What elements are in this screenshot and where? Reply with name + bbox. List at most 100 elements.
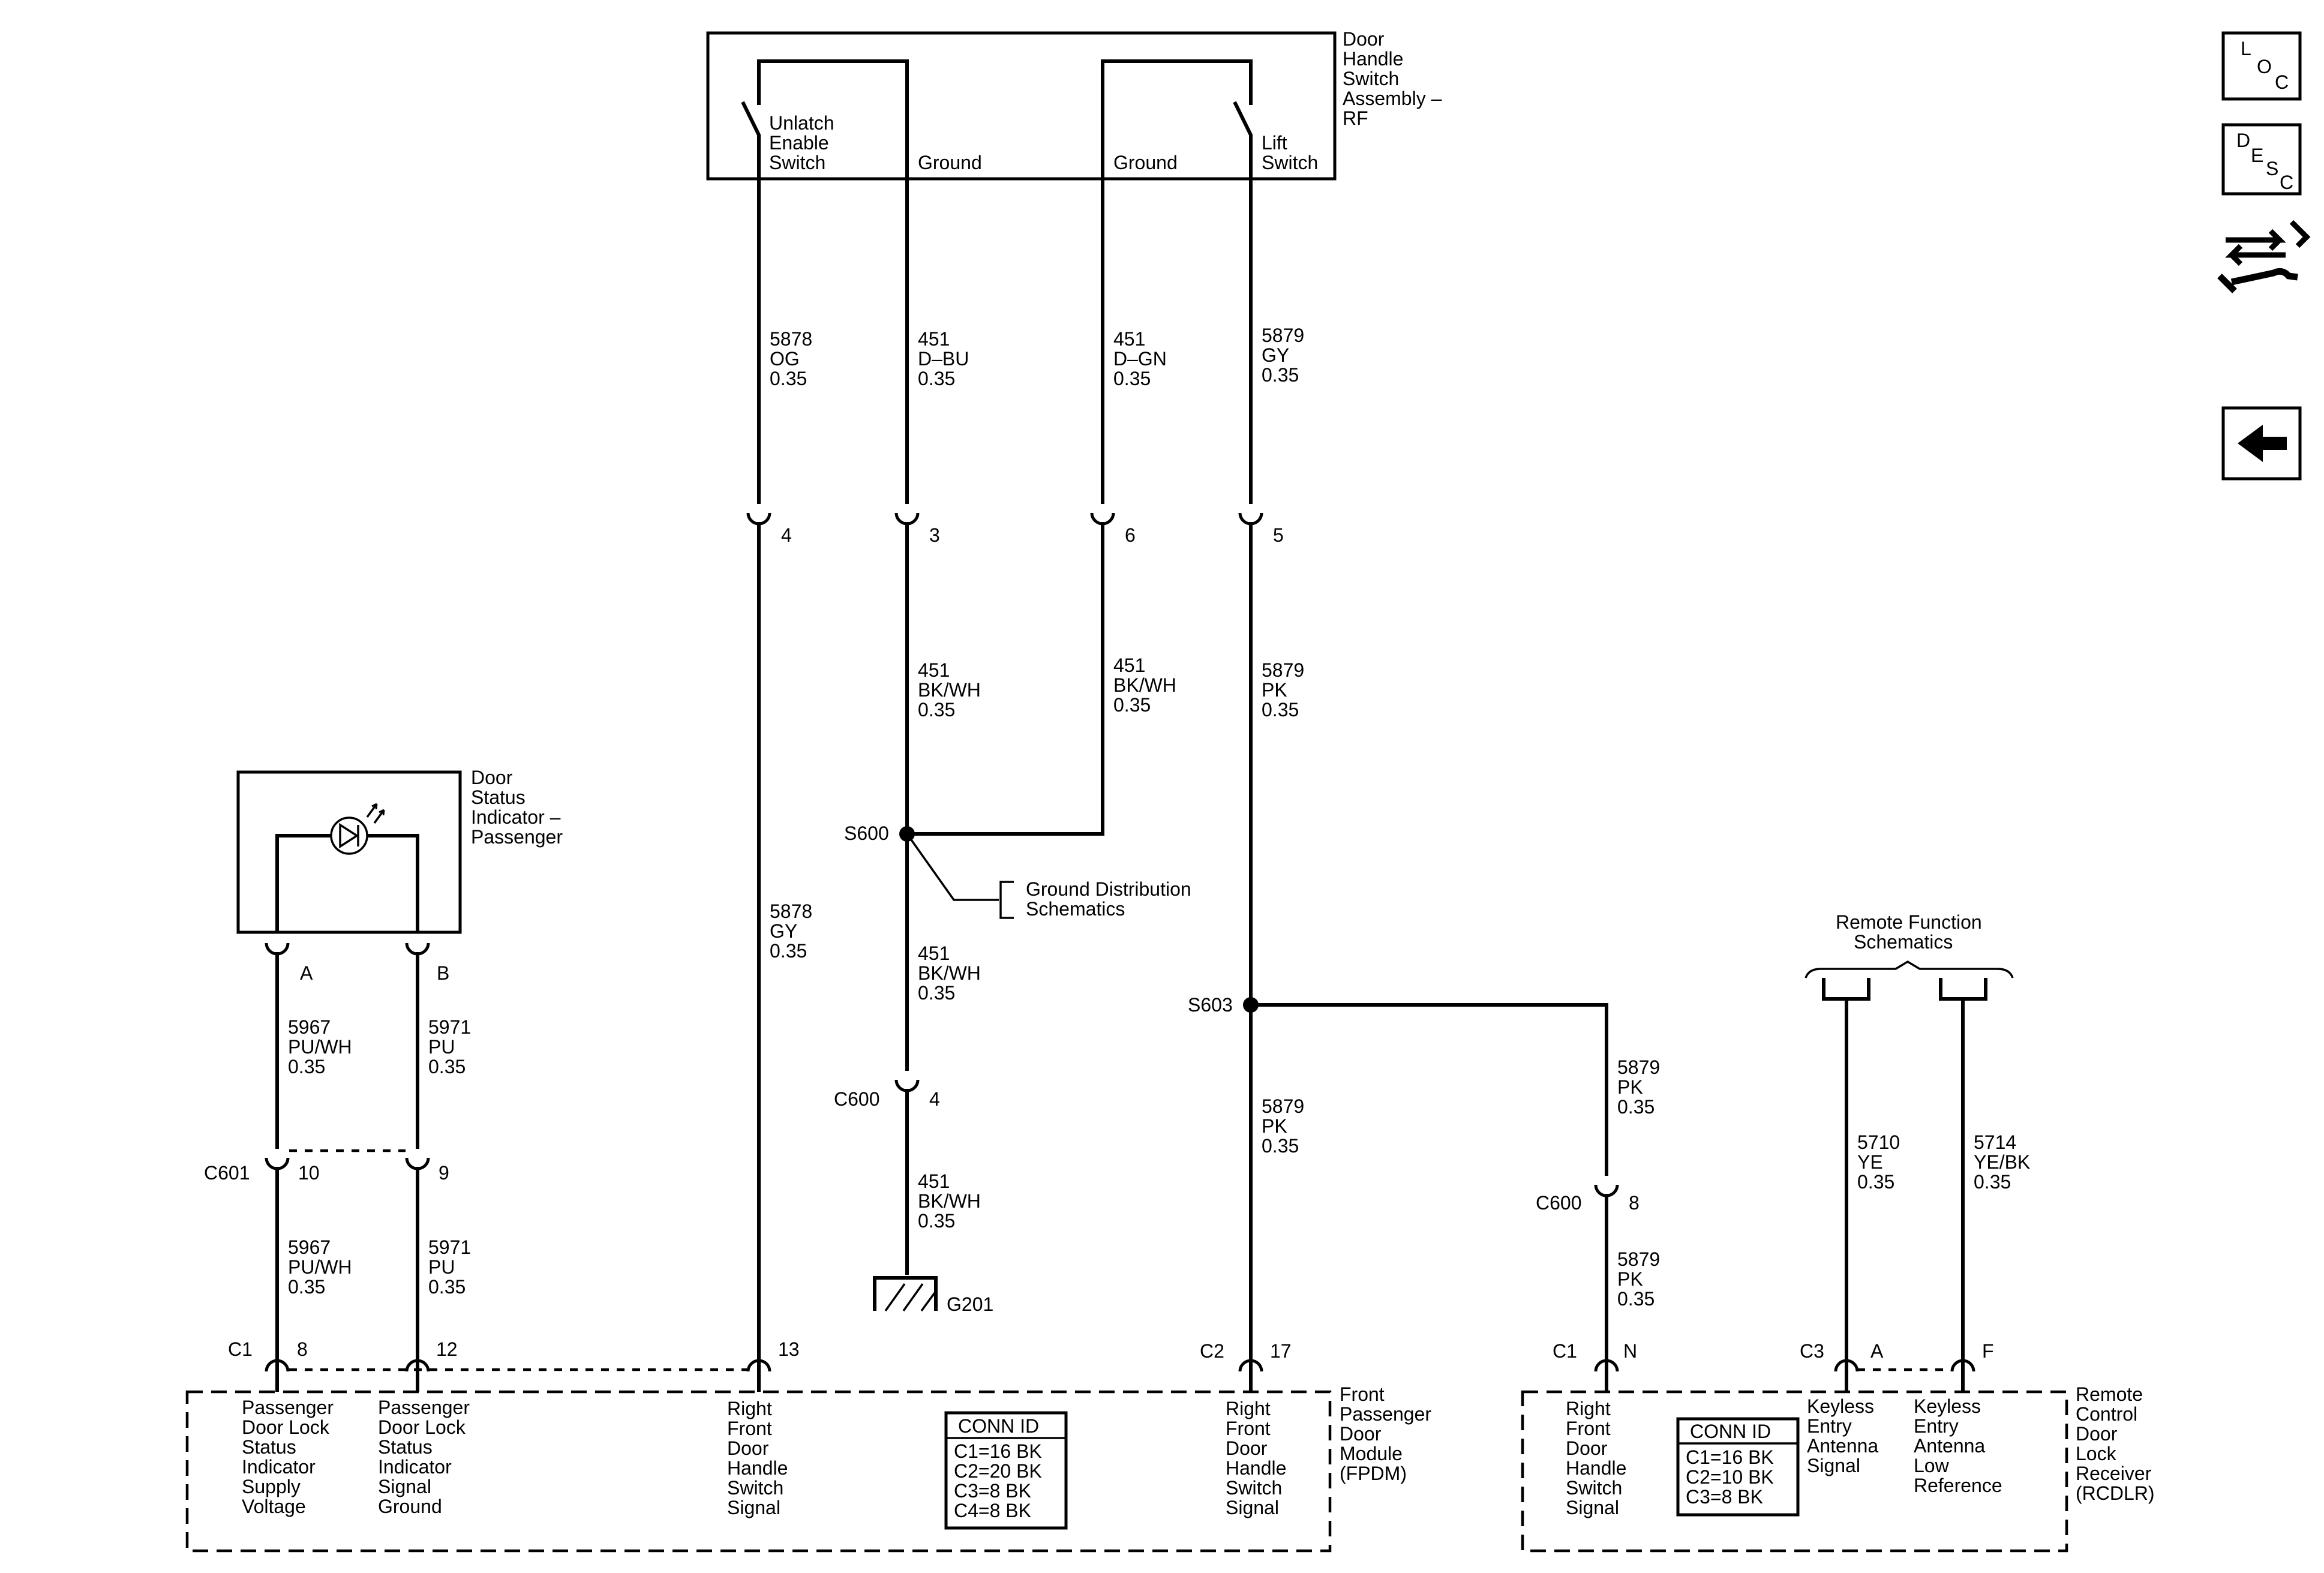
- diagram-text: BK/WH: [918, 1190, 981, 1212]
- diagram-text: 5967: [288, 1016, 331, 1038]
- pin-3: 3: [929, 524, 940, 546]
- fpdm-c2-label: C2: [1200, 1340, 1224, 1362]
- wire-label-5967-a: 5967 PU/WH 0.35: [288, 1016, 352, 1077]
- description-view-button[interactable]: D E S C: [2221, 123, 2302, 196]
- splice-s603-label: S603: [1188, 994, 1233, 1016]
- diagram-text: Door: [727, 1437, 769, 1459]
- diagram-text: Right: [727, 1398, 772, 1419]
- diagram-text: PK: [1617, 1076, 1643, 1098]
- diagram-text: 0.35: [1113, 694, 1151, 716]
- diagram-text: Handle: [727, 1457, 788, 1479]
- diagram-text: Schematics: [1854, 931, 1953, 953]
- diagram-text: BK/WH: [1113, 674, 1176, 696]
- diagram-text: RF: [1343, 107, 1368, 129]
- diagram-text: Enable: [769, 132, 829, 154]
- diagram-text: 0.35: [1617, 1288, 1655, 1310]
- diagram-text: Status: [242, 1436, 296, 1458]
- diagram-text: GY: [770, 920, 797, 942]
- diagram-text: Door: [1343, 28, 1385, 50]
- switch-assembly-title: Door Handle Switch Assembly – RF: [1343, 28, 1442, 129]
- wire-label-5971-a: 5971 PU 0.35: [428, 1016, 471, 1077]
- led-icon: [330, 816, 368, 855]
- diagram-text: Front: [1340, 1383, 1385, 1405]
- diagram-text: S: [2266, 158, 2278, 179]
- unlatch-switch-blade: [741, 101, 761, 179]
- pin-4: 4: [781, 524, 792, 546]
- diagram-text: 5879: [1617, 1056, 1660, 1078]
- wire-5879-pk-branch: [1251, 1003, 1608, 1176]
- indicator-wire-right: [367, 834, 419, 932]
- unlatch-ground-loop: [757, 59, 909, 179]
- diagram-text: Ground Distribution: [1026, 878, 1191, 900]
- indicator-pin-a: A: [300, 962, 313, 984]
- diagram-text: Signal: [727, 1497, 780, 1518]
- repair-procedure-icon[interactable]: [2217, 220, 2311, 293]
- wire-label-5710: 5710 YE 0.35: [1857, 1131, 1900, 1193]
- indicator-pin-b: B: [437, 962, 449, 984]
- diagram-text: Indicator: [378, 1456, 452, 1478]
- indicator-title: Door Status Indicator – Passenger: [471, 767, 563, 848]
- diagram-text: Lock: [2076, 1443, 2117, 1464]
- fpdm-title: Front Passenger Door Module (FPDM): [1340, 1383, 1431, 1484]
- rcdlr-c1-label: C1: [1553, 1340, 1577, 1362]
- diagram-text: Entry: [1914, 1415, 1959, 1437]
- fpdm-pin-8: 8: [297, 1338, 308, 1360]
- rcdlr-conn-id-table: CONN ID C1=16 BK C2=10 BK C3=8 BK: [1676, 1417, 1800, 1517]
- diagram-text: Receiver: [2076, 1463, 2152, 1484]
- diagram-text: CONN ID: [1690, 1421, 1771, 1442]
- diagram-text: D–GN: [1113, 348, 1167, 370]
- diagram-text: Passenger: [242, 1397, 334, 1418]
- diagram-text: Passenger: [378, 1397, 470, 1418]
- wire-label-5971-b: 5971 PU 0.35: [428, 1236, 471, 1298]
- diagram-text: C: [2280, 172, 2293, 193]
- diagram-text: PU/WH: [288, 1256, 352, 1278]
- diagram-text: Right: [1226, 1398, 1271, 1419]
- diagram-text: PU: [428, 1256, 455, 1278]
- location-view-button[interactable]: L O C: [2221, 31, 2302, 101]
- diagram-text: Door: [2076, 1423, 2118, 1445]
- ground-dist-leader: [906, 833, 999, 901]
- rcdlr-pin-n: N: [1623, 1340, 1637, 1362]
- diagram-text: Door Lock: [378, 1416, 466, 1438]
- diagram-text: C1=16 BK: [1686, 1446, 1774, 1468]
- diagram-text: L: [2241, 38, 2251, 59]
- diagram-text: 5879: [1262, 325, 1304, 346]
- diagram-text: Supply: [242, 1476, 301, 1497]
- diagram-text: Handle: [1226, 1457, 1286, 1479]
- diagram-text: C3=8 BK: [954, 1480, 1031, 1502]
- wire-label-5967-b: 5967 PU/WH 0.35: [288, 1236, 352, 1298]
- fpdm-rfdh-signal-13-label: Right Front Door Handle Switch Signal: [727, 1398, 788, 1518]
- diagram-text: Voltage: [242, 1496, 306, 1517]
- diagram-text: 0.35: [918, 699, 955, 721]
- diagram-text: Switch: [1343, 68, 1399, 89]
- lift-switch-blade: [1233, 101, 1253, 179]
- splice-s603-dot: [1243, 997, 1259, 1013]
- diagram-text: Front: [1566, 1418, 1611, 1439]
- rcdlr-antenna-low-ref-label: Keyless Entry Antenna Low Reference: [1914, 1395, 2002, 1496]
- fpdm-pin-12: 12: [436, 1338, 458, 1360]
- wire-label-451-bkwh-a: 451 BK/WH 0.35: [918, 659, 981, 721]
- diagram-text: Switch: [727, 1477, 783, 1499]
- diagram-text: Signal: [378, 1476, 431, 1497]
- diagram-text: 451: [1113, 328, 1145, 350]
- diagram-text: Signal: [1566, 1497, 1619, 1518]
- ground-dist-bracket: [999, 881, 1014, 919]
- diagram-text: 5879: [1262, 1095, 1304, 1117]
- rcdlr-c3-label: C3: [1800, 1340, 1824, 1362]
- diagram-text: 0.35: [1974, 1171, 2011, 1193]
- diagram-text: PU/WH: [288, 1036, 352, 1058]
- fpdm-signal-ground-label: Passenger Door Lock Status Indicator Sig…: [378, 1397, 470, 1517]
- fpdm-conn-id-table: CONN ID C1=16 BK C2=20 BK C3=8 BK C4=8 B…: [944, 1411, 1068, 1530]
- diagram-text: C2=10 BK: [1686, 1466, 1774, 1488]
- back-button[interactable]: [2221, 406, 2302, 481]
- indicator-box: [236, 770, 462, 934]
- pin-5: 5: [1273, 524, 1284, 546]
- rcdlr-rfdh-signal-label: Right Front Door Handle Switch Signal: [1566, 1398, 1626, 1518]
- diagram-text: 451: [918, 328, 950, 350]
- fpdm-rfdh-signal-17-label: Right Front Door Handle Switch Signal: [1226, 1398, 1286, 1518]
- diagram-text: 0.35: [288, 1056, 325, 1077]
- ground-label-1: Ground: [918, 152, 982, 173]
- wire-label-5714: 5714 YE/BK 0.35: [1974, 1131, 2030, 1193]
- wire-label-5879-pk-d: 5879 PK 0.35: [1617, 1248, 1660, 1310]
- diagram-text: 0.35: [918, 982, 955, 1004]
